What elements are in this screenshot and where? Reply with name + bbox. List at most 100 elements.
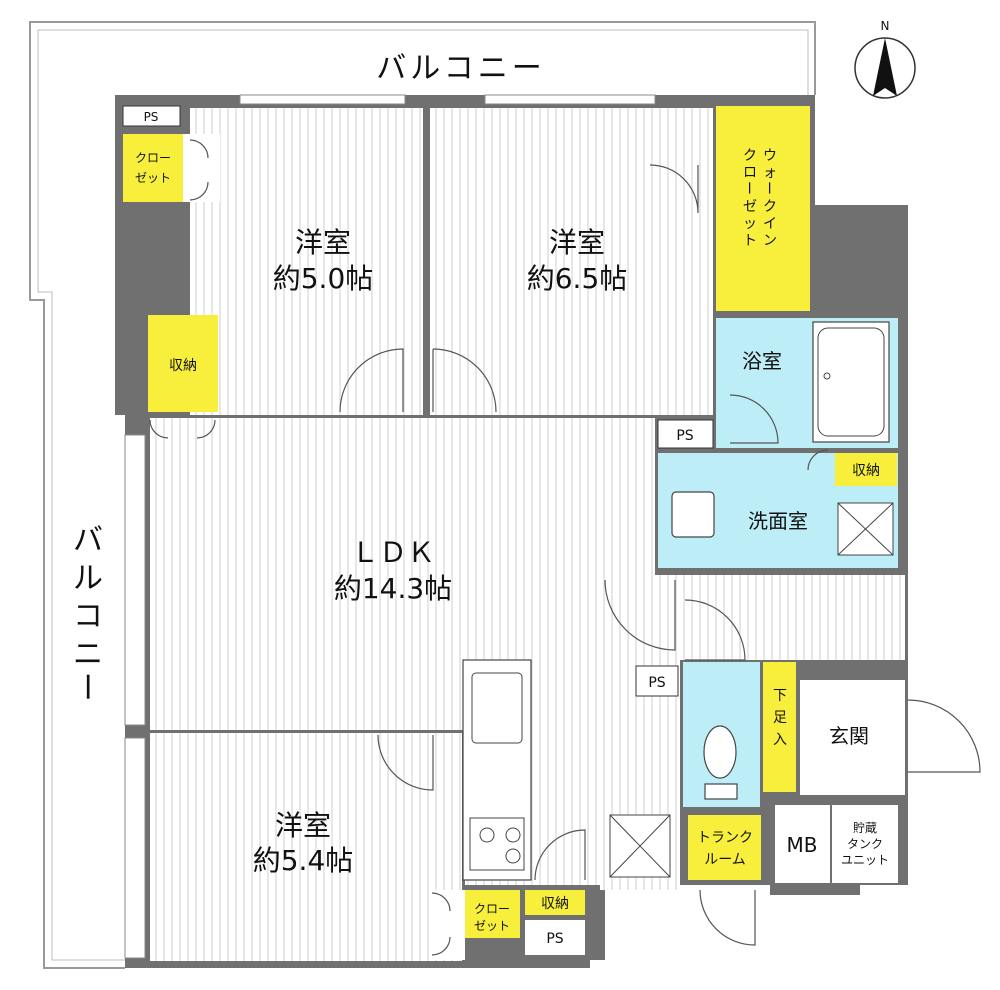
walk-in-char: ト [743,233,757,249]
mb-label: MB [787,833,818,857]
door-swings [149,139,981,956]
walk-in-char: ウ [763,148,777,164]
kitchen-sink [471,672,523,744]
washroom-label: 洗面室 [748,509,808,533]
walk-in-char: ッ [743,216,757,232]
shoe-line3: 入 [773,732,787,748]
tank-line1: 貯蔵 [853,821,877,835]
western3-size: 約5.4帖 [253,844,354,877]
door-western2 [432,348,497,413]
walk-in-char: ゼ [743,199,757,215]
balcony-left-char: ル [73,561,107,596]
ps-toilet-label: PS [648,675,665,691]
shuno-wash-label: 収納 [852,463,880,479]
bathtub-inner [817,327,885,437]
door-shuno-2 [196,419,216,439]
door-entrance [907,699,981,773]
burner-3 [505,848,521,864]
mb-box [775,805,830,883]
trunk-room [688,815,761,880]
door-closet-b2 [431,936,451,956]
closet-top-line1: クロー [135,151,171,165]
walk-in-char: ロ [743,165,757,181]
floor-hall [680,575,905,660]
burner-1 [479,827,495,843]
ps-mid-label: PS [676,428,693,444]
walk-in-char: ク [743,148,757,164]
ps-top-box [122,105,181,127]
door-western3 [377,734,434,791]
ps-top-label: PS [144,110,159,124]
door-closet-2 [189,181,209,201]
balcony-top-label: バルコニー [376,51,545,86]
western2-size: 約6.5帖 [527,262,628,295]
washer-pan-cross-2 [837,502,894,556]
bathtub-drain [823,372,831,380]
shuno-left [148,315,218,412]
closet-door-area [183,134,220,202]
ps-toilet-box [635,665,679,697]
toilet-tank [704,783,738,800]
western2-name: 洋室 [549,226,605,259]
walk-in-char: ン [763,233,777,249]
floor-western-1 [190,108,423,415]
bath-label: 浴室 [742,349,782,373]
walk-in-char: ォ [763,165,777,181]
walk-in-char: イ [763,216,777,232]
walk-in-char: ク [763,199,777,215]
shuno-kitchen [525,890,585,915]
trunk-line2: ルーム [704,852,746,868]
fridge-cross-2 [609,814,671,878]
walk-in-char: ー [740,181,756,195]
closet-bottom-line2: ゼット [474,919,510,933]
door-kitchen [534,829,586,881]
door-bath [729,394,779,444]
tank-box [832,805,898,883]
floor-western-2 [430,108,713,415]
entrance-floor [800,680,898,792]
door-toilet [684,599,746,661]
door-closet-b1 [431,892,451,912]
ps-bottom-box [525,920,585,955]
door-shuno-1 [149,419,169,439]
closet-bottom-line1: クロー [474,902,510,916]
door-ldk [604,579,676,651]
floor-ldk [150,418,905,890]
balcony-left-char: ニ [73,637,107,672]
vanity [671,491,715,538]
north-arrow: N [854,19,916,99]
walk-in-closet [716,106,810,311]
balcony-outline [29,21,816,969]
western1-size: 約5.0帖 [273,262,374,295]
kitchen-cooktop [469,817,525,871]
western3-name: 洋室 [275,809,331,842]
walk-in-char: ー [760,181,776,195]
door-walkin [649,164,699,214]
north-label: N [881,19,890,33]
ldk-size: 約14.3帖 [334,572,452,605]
shuno-left-label: 収納 [169,358,197,374]
ldk-name: ＬＤＫ [351,536,435,569]
balcony-left-char: ー [69,672,104,706]
balcony-outline-inner [37,29,809,961]
balcony-left-char: バ [73,523,107,558]
door-western1 [339,348,404,413]
ps-mid-box [657,419,714,449]
entrance-label: 玄関 [829,724,869,748]
shuno-kitchen-label: 収納 [541,896,569,912]
floor-western-3 [150,733,462,961]
closet-bottom-door [430,890,465,960]
shuno-wash [835,453,897,486]
balcony-left-char: コ [73,599,107,634]
door-trunk [699,889,756,946]
shoe-line2: 足 [773,710,787,726]
burner-2 [505,827,521,843]
western1-name: 洋室 [295,226,351,259]
windows-top [124,94,656,959]
tank-line3: ユニット [841,853,889,867]
toilet-bowl [703,725,737,779]
shoe-line1: 下 [773,688,787,704]
closet-top-line2: ゼット [135,171,171,185]
